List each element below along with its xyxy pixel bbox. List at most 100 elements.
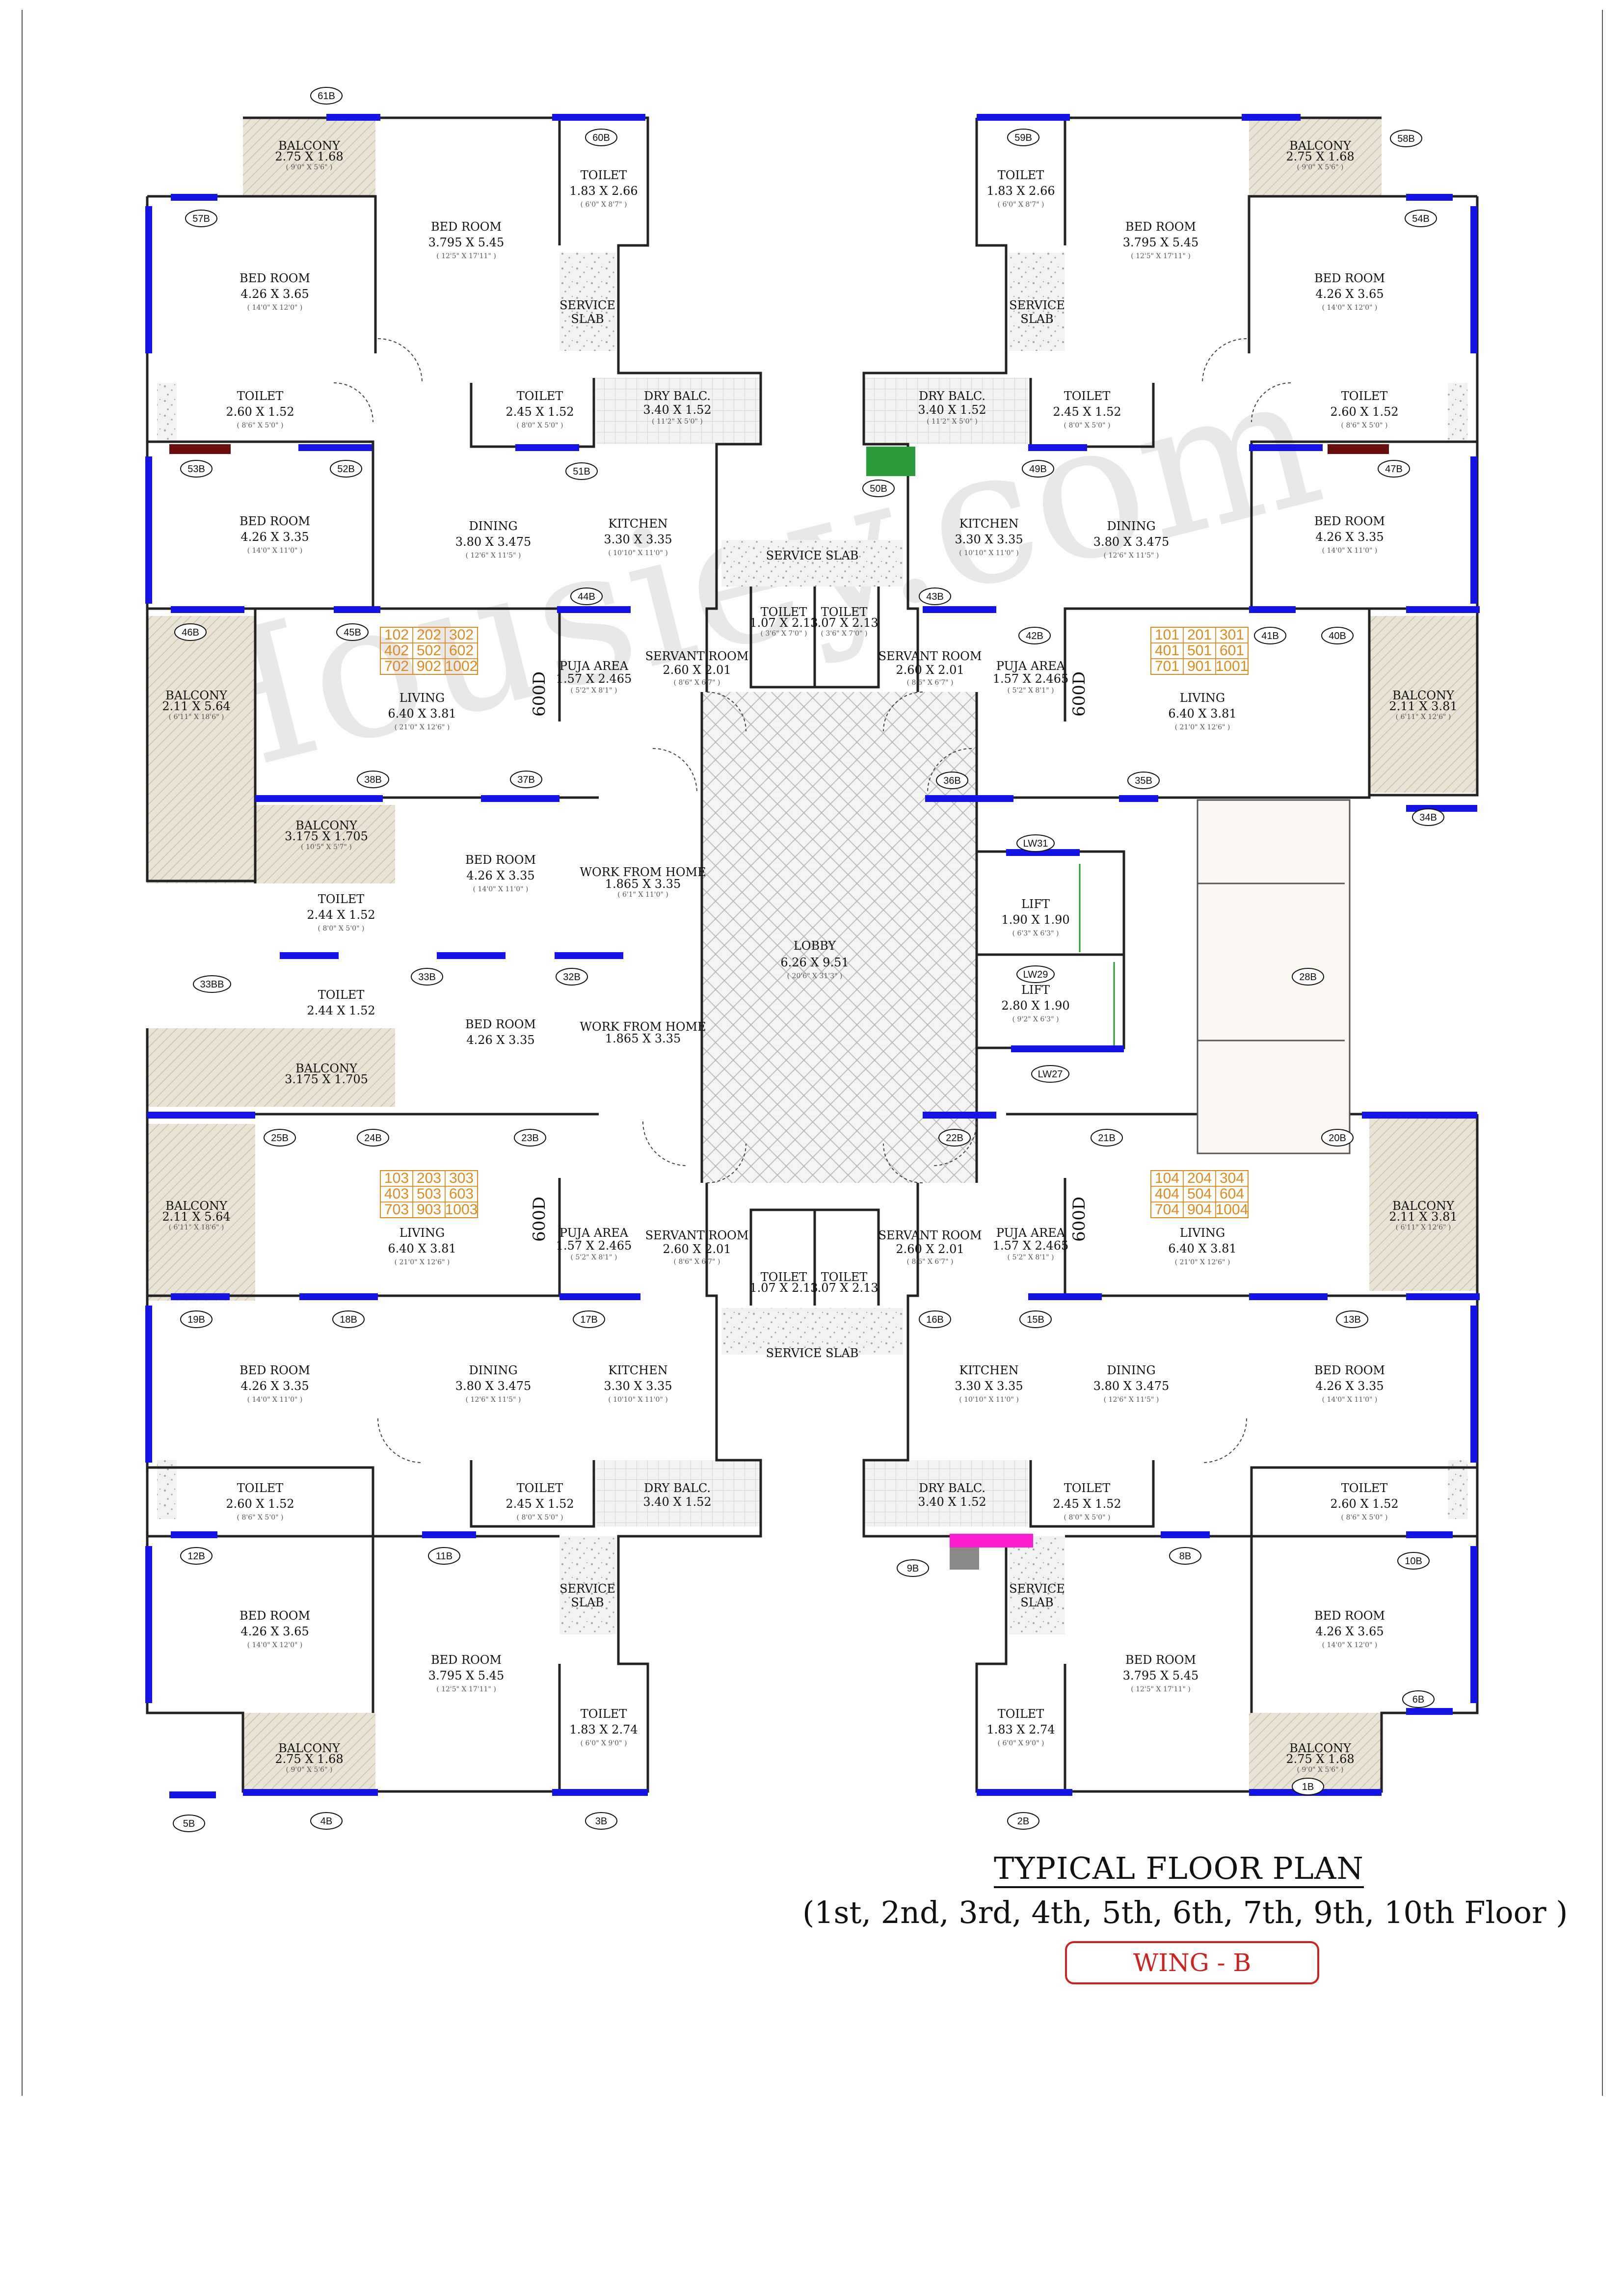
svg-text:6B: 6B — [1412, 1694, 1424, 1705]
svg-text:BED ROOM: BED ROOM — [1125, 220, 1196, 234]
svg-text:2.60 X 2.01: 2.60 X 2.01 — [896, 663, 964, 677]
callout-tag: 49B — [1022, 460, 1054, 478]
svg-text:BED ROOM: BED ROOM — [465, 853, 536, 867]
callout-tag: 42B — [1018, 627, 1051, 644]
svg-text:2.11 X 3.81: 2.11 X 3.81 — [1389, 699, 1457, 713]
svg-text:15B: 15B — [1027, 1314, 1044, 1325]
door-swings — [333, 338, 1291, 1463]
callout-tag: 33B — [411, 968, 443, 986]
svg-text:( 14'0" X 12'0" ): ( 14'0" X 12'0" ) — [1322, 304, 1378, 312]
svg-text:BED ROOM: BED ROOM — [1314, 271, 1385, 285]
unit-number: 903 — [417, 1201, 441, 1218]
shaft-marker — [950, 1548, 979, 1570]
svg-text:BED ROOM: BED ROOM — [1314, 1609, 1385, 1623]
svg-text:12B: 12B — [187, 1551, 205, 1562]
svg-text:TOILET: TOILET — [1341, 1481, 1388, 1495]
svg-text:LW29: LW29 — [1023, 969, 1048, 980]
svg-text:3.80 X 3.475: 3.80 X 3.475 — [1093, 1379, 1170, 1393]
svg-text:58B: 58B — [1397, 133, 1415, 144]
svg-text:( 12'5" X 17'11" ): ( 12'5" X 17'11" ) — [436, 252, 496, 260]
svg-text:51B: 51B — [573, 466, 590, 477]
svg-text:45B: 45B — [344, 627, 361, 638]
svg-text:( 12'5" X 17'11" ): ( 12'5" X 17'11" ) — [436, 1685, 496, 1693]
callout-tag: 17B — [573, 1310, 605, 1328]
svg-text:600D: 600D — [530, 671, 549, 717]
svg-text:1.57 X 2.465: 1.57 X 2.465 — [556, 672, 632, 686]
unit-number: 504 — [1187, 1186, 1212, 1202]
svg-text:PUJA AREA: PUJA AREA — [559, 659, 629, 673]
plan-subtitle: (1st, 2nd, 3rd, 4th, 5th, 6th, 7th, 9th,… — [802, 1895, 1568, 1930]
unit-number: 403 — [384, 1186, 409, 1202]
svg-text:( 8'6" X 6'7" ): ( 8'6" X 6'7" ) — [907, 679, 954, 687]
svg-text:4.26 X 3.35: 4.26 X 3.35 — [1315, 1379, 1384, 1393]
svg-text:1.57 X 2.465: 1.57 X 2.465 — [993, 672, 1069, 686]
svg-text:( 14'0" X 12'0" ): ( 14'0" X 12'0" ) — [247, 1641, 303, 1649]
callout-tag: 9B — [897, 1559, 929, 1577]
svg-text:( 6'11" X 18'6" ): ( 6'11" X 18'6" ) — [169, 713, 224, 721]
svg-text:2.75 X 1.68: 2.75 X 1.68 — [1286, 150, 1354, 163]
svg-text:33BB: 33BB — [200, 979, 224, 990]
svg-text:42B: 42B — [1026, 631, 1043, 641]
callout-tag: 36B — [936, 772, 968, 789]
callout-tag: 10B — [1397, 1552, 1430, 1570]
callout-tag: 8B — [1169, 1547, 1201, 1565]
svg-text:4.26 X 3.35: 4.26 X 3.35 — [1315, 530, 1384, 544]
callout-tag: 35B — [1127, 772, 1160, 789]
svg-text:3.30 X 3.35: 3.30 X 3.35 — [604, 533, 672, 546]
callout-tag: 52B — [330, 460, 362, 478]
flat-bottom-right — [862, 1113, 1479, 1793]
svg-text:( 21'0" X 12'6" ): ( 21'0" X 12'6" ) — [395, 1258, 450, 1266]
unit-number: 1004 — [1216, 1201, 1249, 1218]
callout-tag: 13B — [1336, 1310, 1368, 1328]
svg-text:4.26 X 3.35: 4.26 X 3.35 — [466, 1033, 534, 1047]
svg-text:32B: 32B — [563, 972, 581, 983]
svg-text:1.07 X 2.13: 1.07 X 2.13 — [749, 616, 818, 630]
svg-text:PUJA AREA: PUJA AREA — [996, 659, 1065, 673]
svg-text:10B: 10B — [1405, 1556, 1422, 1567]
svg-text:( 6'11" X 18'6" ): ( 6'11" X 18'6" ) — [169, 1224, 224, 1231]
room-label: SERVICE SLAB — [766, 1346, 859, 1360]
svg-text:BED ROOM: BED ROOM — [1314, 514, 1385, 528]
callout-tag: 60B — [585, 129, 617, 146]
svg-text:35B: 35B — [1135, 775, 1152, 786]
svg-text:16B: 16B — [926, 1314, 944, 1325]
svg-text:2.75 X 1.68: 2.75 X 1.68 — [275, 150, 343, 163]
svg-text:( 14'0" X 11'0" ): ( 14'0" X 11'0" ) — [247, 1396, 303, 1404]
svg-text:6.40 X 3.81: 6.40 X 3.81 — [388, 707, 456, 721]
flat-top-left — [146, 116, 762, 883]
svg-text:TOILET: TOILET — [761, 605, 807, 619]
svg-text:2.60 X 1.52: 2.60 X 1.52 — [1330, 1497, 1398, 1511]
svg-text:2.11 X 3.81: 2.11 X 3.81 — [1389, 1210, 1457, 1224]
svg-text:BED ROOM: BED ROOM — [431, 1653, 502, 1667]
unit-number: 102 — [384, 627, 409, 643]
svg-text:41B: 41B — [1261, 631, 1279, 641]
svg-text:( 8'6" X 6'7" ): ( 8'6" X 6'7" ) — [674, 1258, 720, 1266]
svg-text:DINING: DINING — [1107, 519, 1155, 533]
svg-text:LIVING: LIVING — [399, 1226, 445, 1240]
svg-text:2.45 X 1.52: 2.45 X 1.52 — [1053, 405, 1121, 419]
unit-number: 702 — [384, 658, 409, 674]
svg-text:2.75 X 1.68: 2.75 X 1.68 — [275, 1752, 343, 1766]
svg-text:TOILET: TOILET — [318, 988, 365, 1002]
svg-text:BED ROOM: BED ROOM — [240, 271, 310, 285]
svg-text:3.30 X 3.35: 3.30 X 3.35 — [955, 1379, 1023, 1393]
svg-text:LOBBY: LOBBY — [794, 939, 836, 953]
svg-text:( 12'5" X 17'11" ): ( 12'5" X 17'11" ) — [1131, 252, 1191, 260]
